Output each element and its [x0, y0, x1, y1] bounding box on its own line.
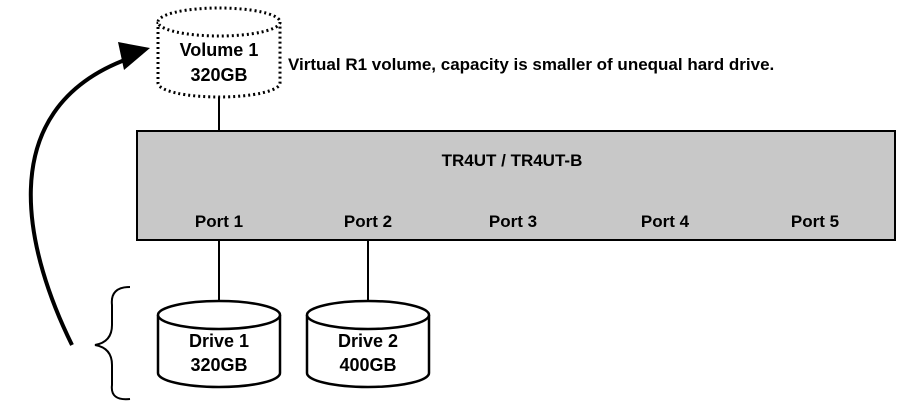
drive-group-brace [94, 286, 131, 401]
port-label: Port 5 [791, 212, 839, 231]
drive-cylinder: Drive 1 320GB [156, 299, 282, 389]
drive-capacity: 320GB [190, 355, 247, 375]
volume-name: Volume 1 [180, 40, 259, 60]
drive-capacity: 400GB [339, 355, 396, 375]
drive-name: Drive 2 [338, 331, 398, 351]
port-label: Port 1 [195, 212, 243, 231]
drive-name: Drive 1 [189, 331, 249, 351]
drive-cylinder: Drive 2 400GB [305, 299, 431, 389]
enclosure-title: TR4UT / TR4UT-B [442, 151, 583, 170]
volume-note: Virtual R1 volume, capacity is smaller o… [288, 55, 774, 74]
port-label: Port 2 [344, 212, 392, 231]
volume-capacity: 320GB [190, 65, 247, 85]
mirror-arrow [28, 56, 131, 346]
port-label: Port 3 [489, 212, 537, 231]
virtual-volume-cylinder: Volume 1 320GB [156, 6, 282, 99]
port-label: Port 4 [641, 212, 690, 231]
arrow-head-icon [118, 42, 150, 70]
enclosure: TR4UT / TR4UT-B Port 1 Port 2 Port 3 Por… [136, 130, 896, 241]
